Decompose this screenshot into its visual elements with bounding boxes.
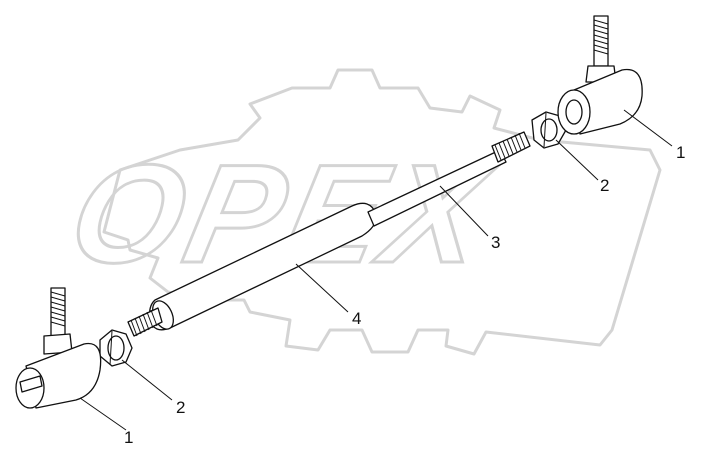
rod-end-left — [15, 287, 102, 409]
leader-rod-end-right — [623, 109, 673, 147]
leader-nut-right — [555, 139, 599, 181]
tube — [127, 149, 507, 337]
callout-rod-end-right: 1 — [676, 143, 685, 162]
callout-rod-end-left: 1 — [124, 428, 133, 447]
callout-labels: 1 2 3 4 2 1 — [124, 143, 685, 447]
callout-tube: 4 — [352, 309, 361, 328]
gear-watermark-icon — [102, 68, 662, 356]
leader-nut-left — [121, 359, 173, 401]
callout-threaded-stud: 3 — [491, 233, 500, 252]
nut-right — [531, 111, 567, 149]
callout-nut-left: 2 — [176, 398, 185, 417]
leader-threaded-stud — [439, 185, 489, 237]
leader-lines — [79, 109, 673, 431]
nut-left — [99, 329, 133, 367]
callout-nut-right: 2 — [600, 176, 609, 195]
rod-end-right — [557, 15, 643, 135]
leader-tube — [295, 263, 349, 313]
leader-rod-end-left — [79, 397, 127, 431]
threaded-stud — [491, 131, 531, 163]
